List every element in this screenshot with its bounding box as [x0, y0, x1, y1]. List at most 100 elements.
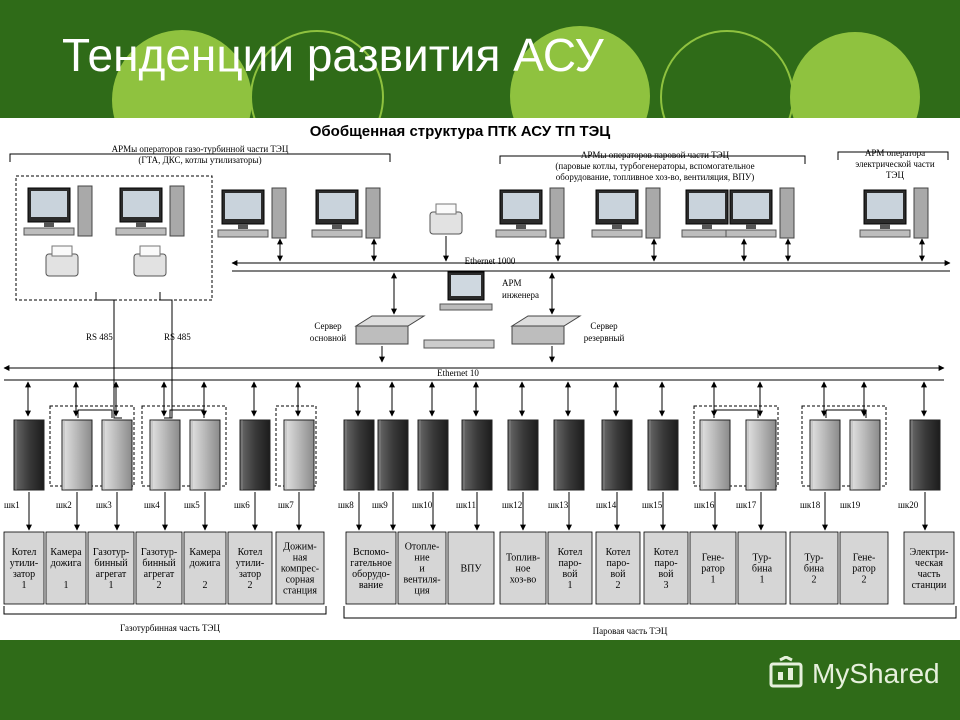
- equipment-label: станции: [912, 580, 947, 591]
- ethernet-1000-label: Ethernet 1000: [465, 256, 516, 266]
- slide-title: Тенденции развития АСУ: [62, 29, 604, 81]
- equipment-label: дожига: [190, 558, 221, 569]
- gt-ops-label-2: (ГТА, ДКС, котлы утилизаторы): [138, 155, 261, 165]
- equipment-label: 3: [664, 580, 669, 591]
- equipment-label: вание: [359, 580, 384, 591]
- equipment-label: 1: [22, 580, 27, 591]
- myshared-logo-text: MyShared: [812, 658, 940, 689]
- server-reserve-label-2: резервный: [584, 333, 625, 343]
- controller-label: шк7: [278, 500, 294, 510]
- controller-label: шк10: [412, 500, 433, 510]
- network-switch: [423, 339, 495, 349]
- equipment-label: бина: [804, 564, 825, 575]
- controller-label: шк11: [456, 500, 476, 510]
- section-gt-bracket: [3, 606, 327, 615]
- controller-label: шк15: [642, 500, 663, 510]
- equipment-label: 1: [109, 580, 114, 591]
- equipment-label: Отопле-: [405, 542, 440, 553]
- equipment-label: вой: [658, 569, 674, 580]
- operator-workstation: [681, 189, 733, 238]
- el-op-label-1: АРМ оператора: [865, 148, 925, 158]
- equipment-label: агрегат: [96, 569, 127, 580]
- controller-cabinet: [461, 419, 493, 491]
- rs485-line-b: [159, 292, 173, 419]
- decor-circle: [790, 32, 920, 118]
- cabinet-link-tg1: [713, 409, 759, 418]
- equipment-label: хоз-во: [510, 575, 537, 586]
- controller-cabinet: [13, 419, 45, 491]
- controller-label: шк5: [184, 500, 200, 510]
- controller-label: шк17: [736, 500, 757, 510]
- operator-workstation: [217, 187, 287, 239]
- slide-header: Тенденции развития АСУ: [0, 0, 960, 118]
- equipment-label: 2: [862, 575, 867, 586]
- server-reserve-label-1: Сервер: [590, 321, 618, 331]
- controller-cabinet: [745, 419, 777, 491]
- steam-ops-label-2: (паровые котлы, турбогенераторы, вспомог…: [555, 161, 754, 171]
- equipment-label: утили-: [236, 558, 264, 569]
- equipment-label: Котел: [558, 547, 583, 558]
- rs485-label-a: RS 485: [86, 332, 113, 342]
- equipment-label: бинный: [142, 558, 176, 569]
- rs485-label-b: RS 485: [164, 332, 191, 342]
- equipment-label: Электри-: [910, 547, 949, 558]
- controller-cabinet: [149, 419, 181, 491]
- cabinet-link-gt1: [77, 409, 113, 418]
- steam-ops-label-1: АРМы операторов паровой части ТЭЦ: [581, 150, 730, 160]
- equipment-label: Гене-: [702, 553, 725, 564]
- myshared-logo-icon: [769, 656, 803, 688]
- controller-cabinet: [417, 419, 449, 491]
- equipment-label: дожига: [51, 558, 82, 569]
- controller-label: шк8: [338, 500, 354, 510]
- gt-ops-bracket: [9, 153, 391, 162]
- equipment-label: 1: [760, 575, 765, 586]
- equipment-label: бина: [752, 564, 773, 575]
- controller-cabinet: [647, 419, 679, 491]
- controller-label: шк13: [548, 500, 569, 510]
- steam-ops-bracket: [499, 155, 806, 164]
- controller-label: шк16: [694, 500, 715, 510]
- equipment-unit: ВПУ: [447, 531, 495, 605]
- controller-cabinet: [283, 419, 315, 491]
- diagram-heading: Обобщенная структура ПТК АСУ ТП ТЭЦ: [310, 123, 611, 140]
- server-reserve: [510, 315, 582, 345]
- printer: [429, 203, 463, 235]
- equipment-label: Котел: [606, 547, 631, 558]
- cabinet-link-gt2: [169, 409, 205, 418]
- equipment-label: вой: [562, 569, 578, 580]
- el-op-label-2: электрической части: [855, 159, 934, 169]
- equipment-label: и: [419, 564, 425, 575]
- equipment-label: ВПУ: [461, 564, 483, 575]
- server-main-label-1: Сервер: [314, 321, 342, 331]
- equipment-label: гательное: [350, 558, 392, 569]
- controller-label: шк9: [372, 500, 388, 510]
- equipment-label: Котел: [238, 547, 263, 558]
- equipment-label: утили-: [10, 558, 38, 569]
- controller-label: шк4: [144, 500, 160, 510]
- equipment-label: паро-: [654, 558, 677, 569]
- controller-cabinet: [909, 419, 941, 491]
- equipment-label: Гене-: [853, 553, 876, 564]
- equipment-label: Тур-: [753, 553, 772, 564]
- equipment-label: Газотур-: [93, 547, 129, 558]
- equipment-label: Вспомо-: [353, 547, 389, 558]
- equipment-label: паро-: [606, 558, 629, 569]
- controller-cabinet: [61, 419, 93, 491]
- equipment-label: 1: [711, 575, 716, 586]
- equipment-label: 2: [812, 575, 817, 586]
- operator-workstation: [311, 187, 381, 239]
- controller-cabinet: [809, 419, 841, 491]
- operator-workstation: [115, 185, 185, 237]
- controller-cabinet: [699, 419, 731, 491]
